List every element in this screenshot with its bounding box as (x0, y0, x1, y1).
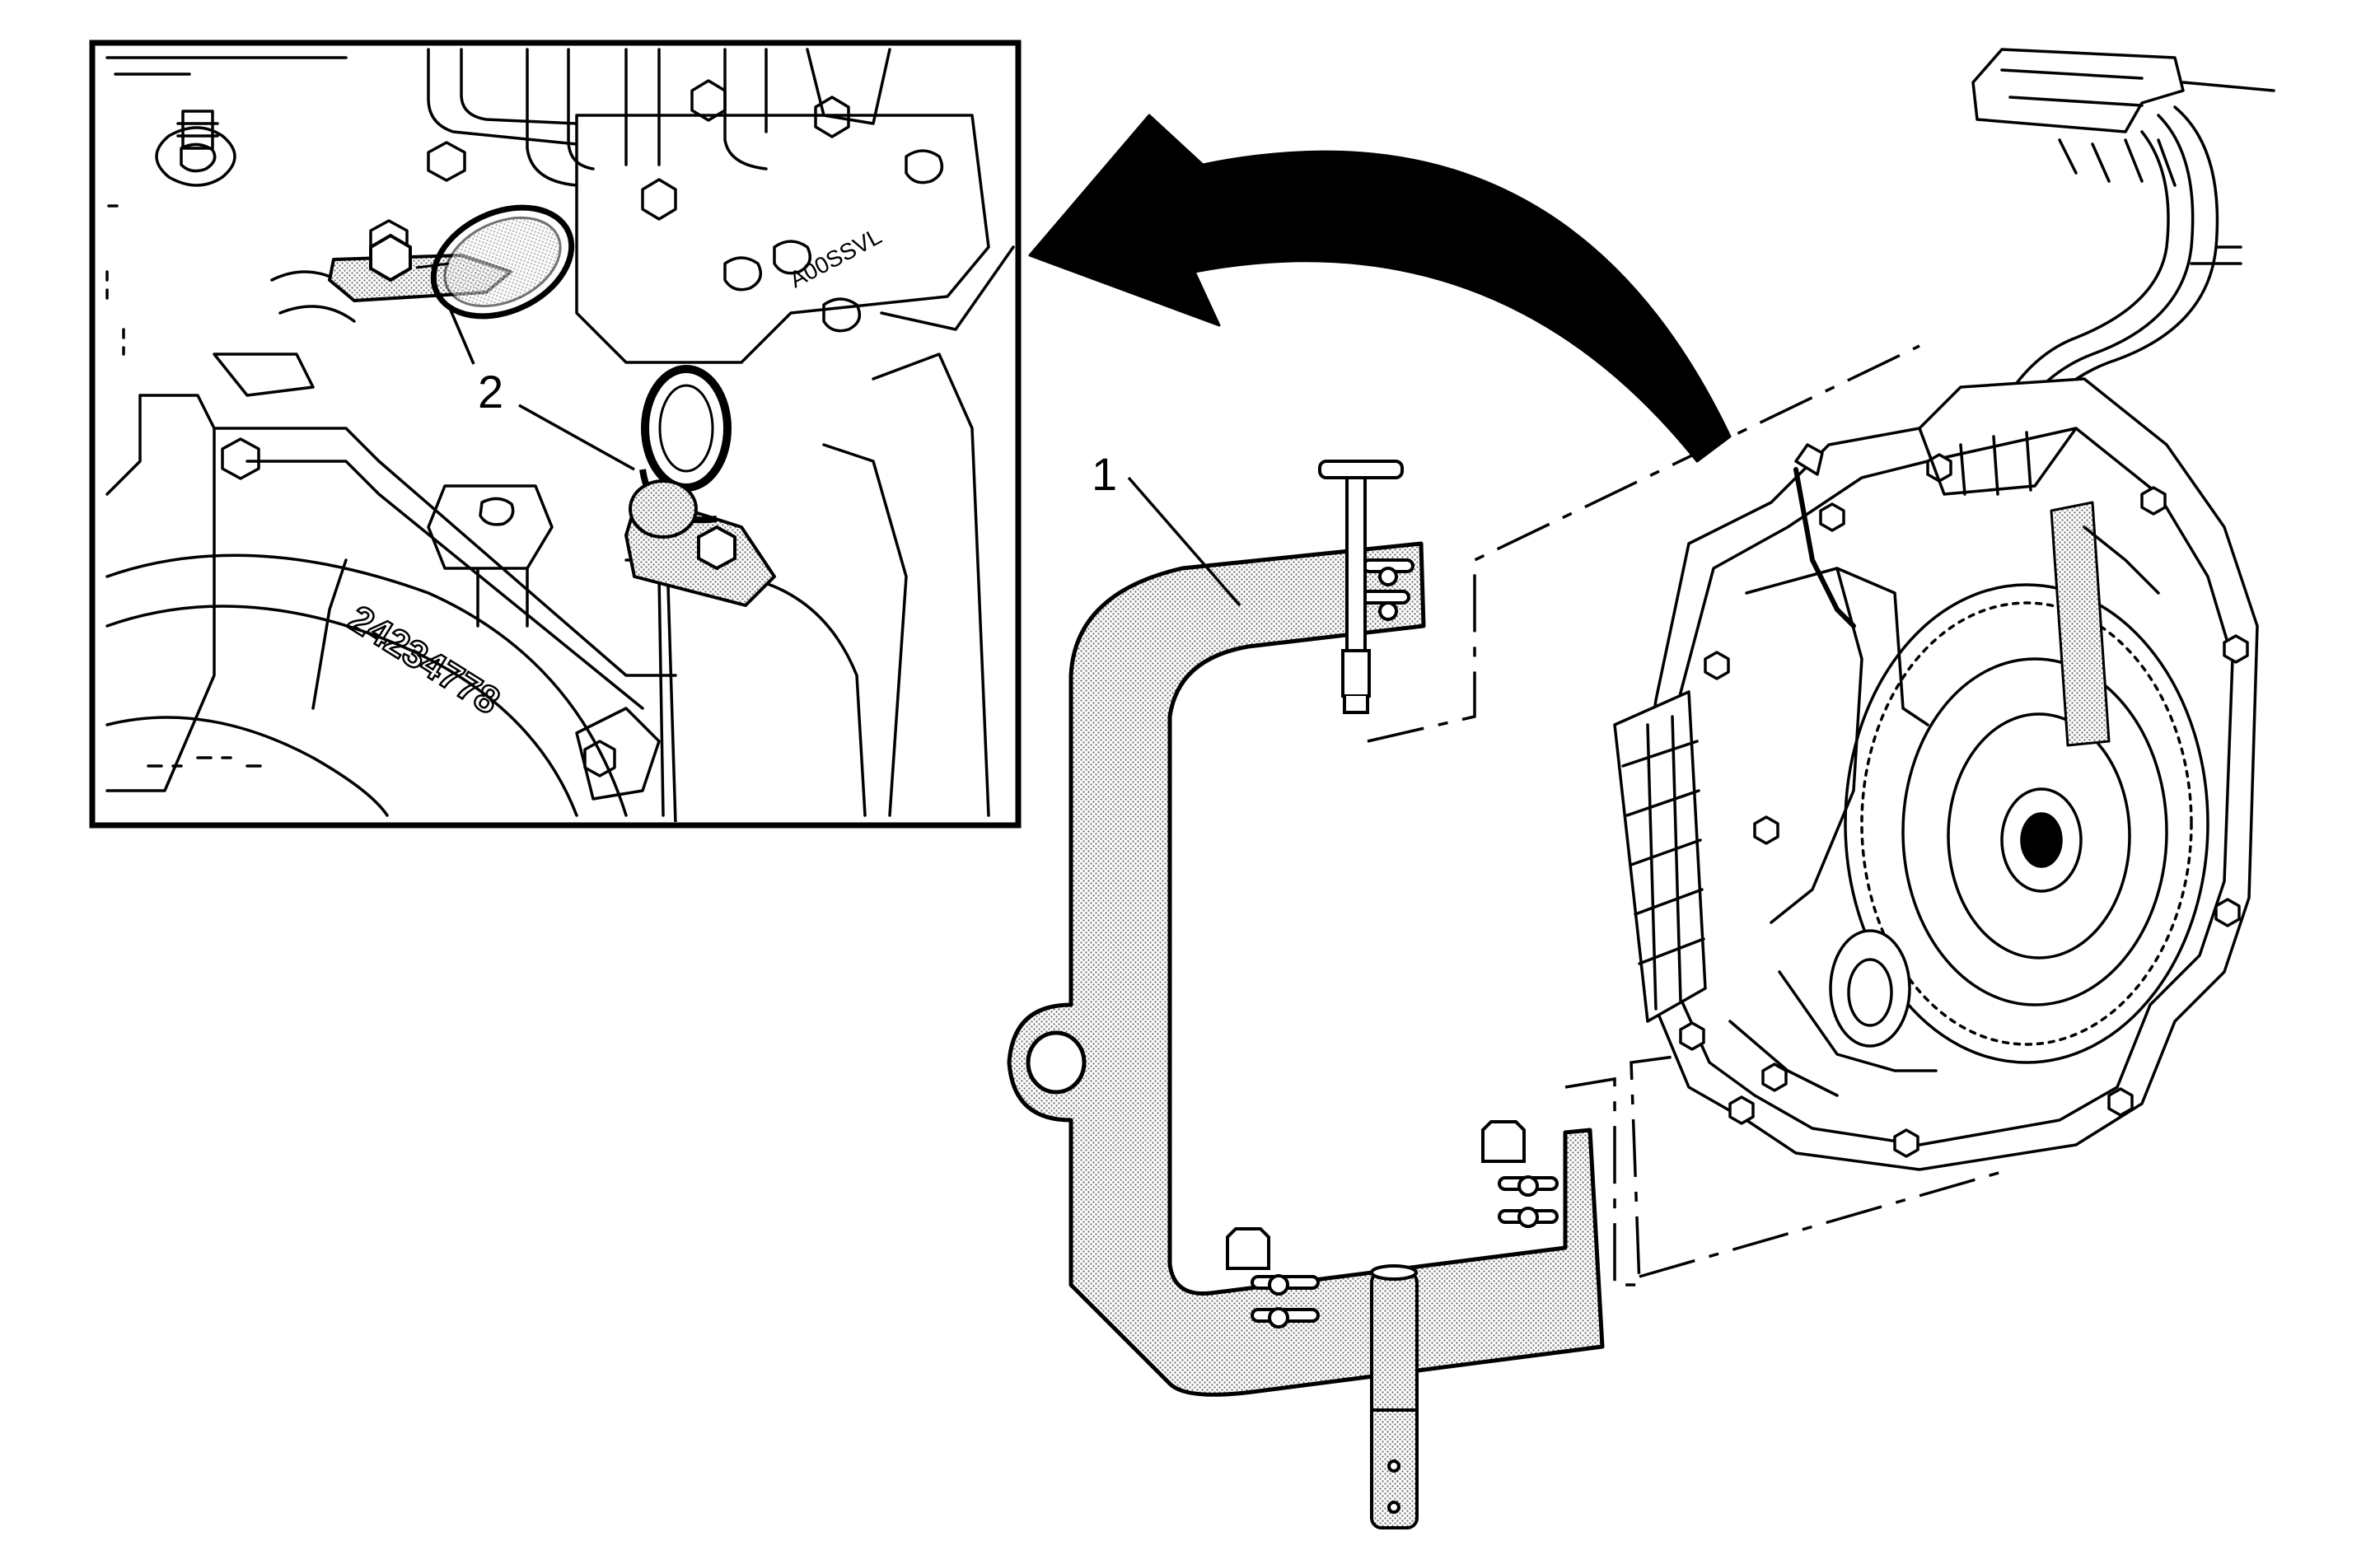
inset-frame (89, 40, 1022, 829)
bolt-head (690, 79, 727, 122)
callout-2-label: 2 (478, 366, 503, 418)
bolt-head (641, 178, 677, 221)
lift-bracket-upper (328, 204, 575, 320)
lower-locating-pins (1226, 1120, 1526, 1270)
bolt-head (814, 96, 850, 138)
holding-fixture: 1 (1007, 448, 1605, 1529)
lift-ring-upper (430, 204, 575, 320)
callout-1-label: 1 (1092, 448, 1117, 500)
transmission-assembly (1613, 48, 2275, 1171)
alignment-lines (1367, 344, 2011, 1287)
bolt-head (583, 740, 616, 778)
bolt-head (221, 437, 260, 480)
upper-pin-handle (1318, 460, 1404, 714)
fixture-hole (1026, 1030, 1087, 1095)
lift-bracket-lower (624, 365, 776, 607)
detail-inset: 24234778 A00SSVL 2 (89, 40, 1022, 829)
callout-2-leader-upper (447, 306, 475, 365)
curved-arrow-icon (1028, 114, 1732, 463)
callout-1-leader (1127, 476, 1241, 607)
callout-2-leader-lower (518, 404, 635, 471)
wiring-connector (1971, 48, 2275, 187)
bolt-head (427, 141, 466, 182)
drain-plug-boss (155, 126, 236, 187)
lower-pin-handle (1370, 1264, 1419, 1529)
